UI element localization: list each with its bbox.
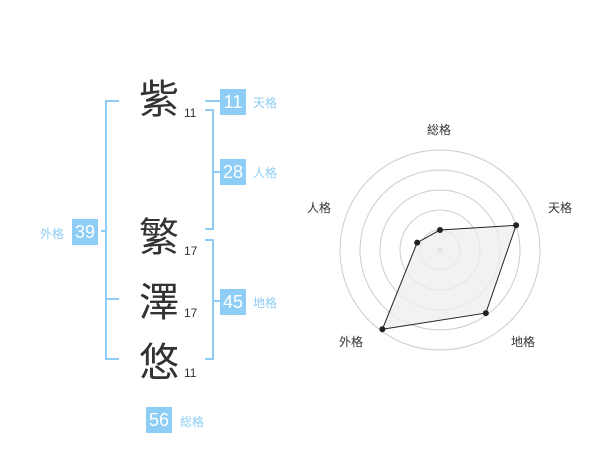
radar-axis-label-chikaku: 地格 <box>511 335 536 349</box>
radar-ring-5 <box>339 149 541 351</box>
gaikaku-bracket-mid <box>105 298 119 300</box>
name-char-1: 紫 <box>139 77 179 123</box>
radar-axis-label-soukaku: 総格 <box>427 123 452 137</box>
chikaku-bracket-top <box>205 239 214 241</box>
tenkaku-connector <box>205 100 220 102</box>
gaikaku-bracket-vertical <box>105 100 107 360</box>
radar-point-2 <box>482 310 489 317</box>
tenkaku-badge: 11 <box>220 89 246 115</box>
radar-point-0 <box>437 227 443 233</box>
chikaku-badge: 45 <box>220 289 246 315</box>
chikaku-connector <box>214 300 220 302</box>
radar-point-4 <box>414 239 421 246</box>
jinkaku-label: 人格 <box>253 166 278 180</box>
name-char-3: 澤 <box>139 280 179 326</box>
stroke-count-3: 17 <box>184 306 198 320</box>
chikaku-bracket-bottom <box>205 358 214 360</box>
radar-axis-label-gaikaku: 外格 <box>339 335 364 349</box>
radar-polygon <box>381 224 517 330</box>
gaikaku-label: 外格 <box>40 227 65 241</box>
tenkaku-label: 天格 <box>253 96 278 110</box>
gaikaku-bracket-top <box>105 100 119 102</box>
jinkaku-bracket-bottom <box>205 228 214 230</box>
gaikaku-bracket-bottom <box>105 358 119 360</box>
stroke-count-2: 17 <box>184 244 198 258</box>
radar-point-3 <box>379 326 386 333</box>
stroke-count-4: 11 <box>184 366 197 380</box>
jinkaku-badge: 28 <box>220 159 246 185</box>
soukaku-badge: 56 <box>146 407 172 433</box>
radar-point-1 <box>513 222 520 229</box>
jinkaku-bracket-top <box>205 109 214 111</box>
chikaku-bracket-vertical <box>212 239 214 360</box>
soukaku-label: 総格 <box>180 415 205 429</box>
radar-ring-4 <box>359 169 521 331</box>
radar-axis-label-jinkaku: 人格 <box>307 201 332 215</box>
jinkaku-bracket-vertical <box>212 109 214 230</box>
name-char-4: 悠 <box>139 340 179 386</box>
gaikaku-badge: 39 <box>72 219 98 245</box>
chikaku-label: 地格 <box>253 296 278 310</box>
gaikaku-bracket-connector <box>101 230 105 232</box>
stroke-count-1: 11 <box>184 106 197 120</box>
jinkaku-connector <box>214 171 220 173</box>
radar-axis-label-tenkaku: 天格 <box>548 201 573 215</box>
name-char-2: 繁 <box>139 215 179 261</box>
